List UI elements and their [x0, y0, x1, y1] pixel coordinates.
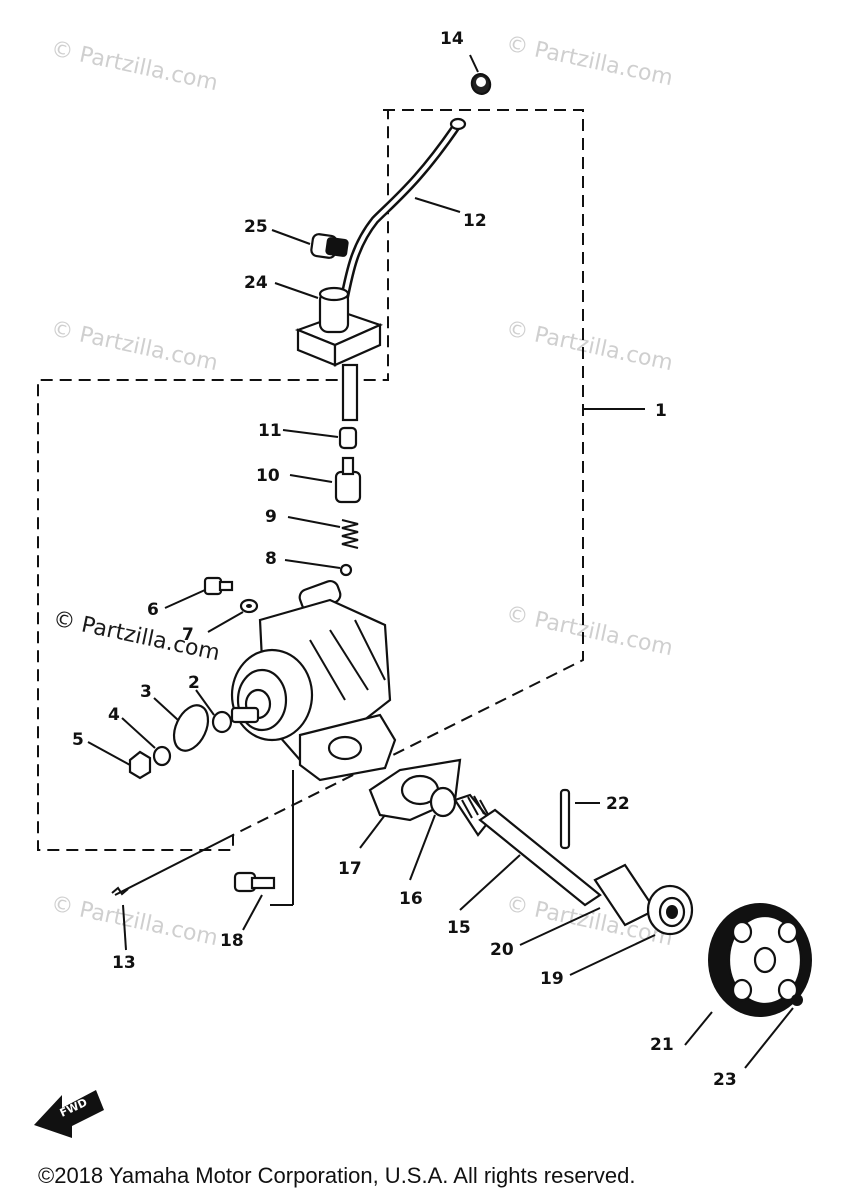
- watermark: © Partzilla.com: [504, 31, 675, 91]
- callout-24-25: 25: [244, 217, 268, 237]
- callout-3: 3: [140, 682, 152, 702]
- part-9-spring: [287, 516, 359, 549]
- part-7-washer: [207, 598, 259, 633]
- part-5-nut: [87, 741, 152, 780]
- part-3-plate: [153, 697, 210, 752]
- watermarks: © Partzilla.com © Partzilla.com © Partzi…: [49, 31, 675, 951]
- oil-pump-body: [230, 579, 397, 782]
- part-2-collar: [195, 689, 233, 734]
- watermark: © Partzilla.com: [49, 316, 220, 376]
- callout-2: 2: [188, 673, 200, 693]
- fwd-arrow-icon: FWD: [34, 1090, 104, 1138]
- callout-14: 14: [440, 29, 464, 49]
- callout-20: 20: [490, 940, 514, 960]
- callout-24: 24: [244, 273, 268, 293]
- callout-19: 19: [540, 969, 564, 989]
- part-13: [111, 834, 234, 951]
- watermark: © Partzilla.com: [504, 316, 675, 376]
- part-25-clip: [271, 229, 349, 259]
- watermark: © Partzilla.com: [504, 601, 675, 661]
- watermark-prominent: © Partzilla.com: [51, 606, 222, 666]
- callout-4: 4: [108, 705, 120, 725]
- callout-12: 12: [463, 211, 487, 231]
- callout-1: 1: [655, 401, 667, 421]
- callout-6: 6: [147, 600, 159, 620]
- part-12-pipe: [339, 117, 467, 305]
- part-19-bearing: [569, 884, 694, 976]
- part-11: [282, 426, 358, 450]
- part-24-fitting: [274, 282, 384, 422]
- callout-15: 15: [447, 918, 471, 938]
- part-23-clip: [744, 994, 803, 1069]
- callout-16: 16: [399, 889, 423, 909]
- part-15-shaft: [453, 793, 602, 911]
- callout-labels: 1 2 3 4 5 6 7 8 9 10 11 12 13 14 15 16 1…: [72, 29, 737, 1090]
- part-6-bolt: [164, 576, 234, 609]
- callout-17: 17: [338, 859, 362, 879]
- callout-22: 22: [606, 794, 630, 814]
- part-10: [289, 456, 362, 504]
- callout-7: 7: [182, 625, 194, 645]
- callout-11: 11: [258, 421, 282, 441]
- callout-23: 23: [713, 1070, 737, 1090]
- callout-18: 18: [220, 931, 244, 951]
- part-4-washer: [121, 717, 172, 767]
- callout-9: 9: [265, 507, 277, 527]
- part-14-cap: [469, 54, 492, 95]
- callout-13: 13: [112, 953, 136, 973]
- callout-5: 5: [72, 730, 84, 750]
- assembly-boundary: [37, 109, 645, 851]
- callout-10: 10: [256, 466, 280, 486]
- part-22-pin: [559, 788, 600, 850]
- callout-21: 21: [650, 1035, 674, 1055]
- part-8-ball: [284, 559, 353, 577]
- watermark: © Partzilla.com: [49, 891, 220, 951]
- part-18-bolt: [233, 770, 294, 931]
- copyright-notice: ©2018 Yamaha Motor Corporation, U.S.A. A…: [38, 1163, 636, 1188]
- callout-8: 8: [265, 549, 277, 569]
- part-21-gear: [684, 903, 812, 1046]
- watermark: © Partzilla.com: [49, 36, 220, 96]
